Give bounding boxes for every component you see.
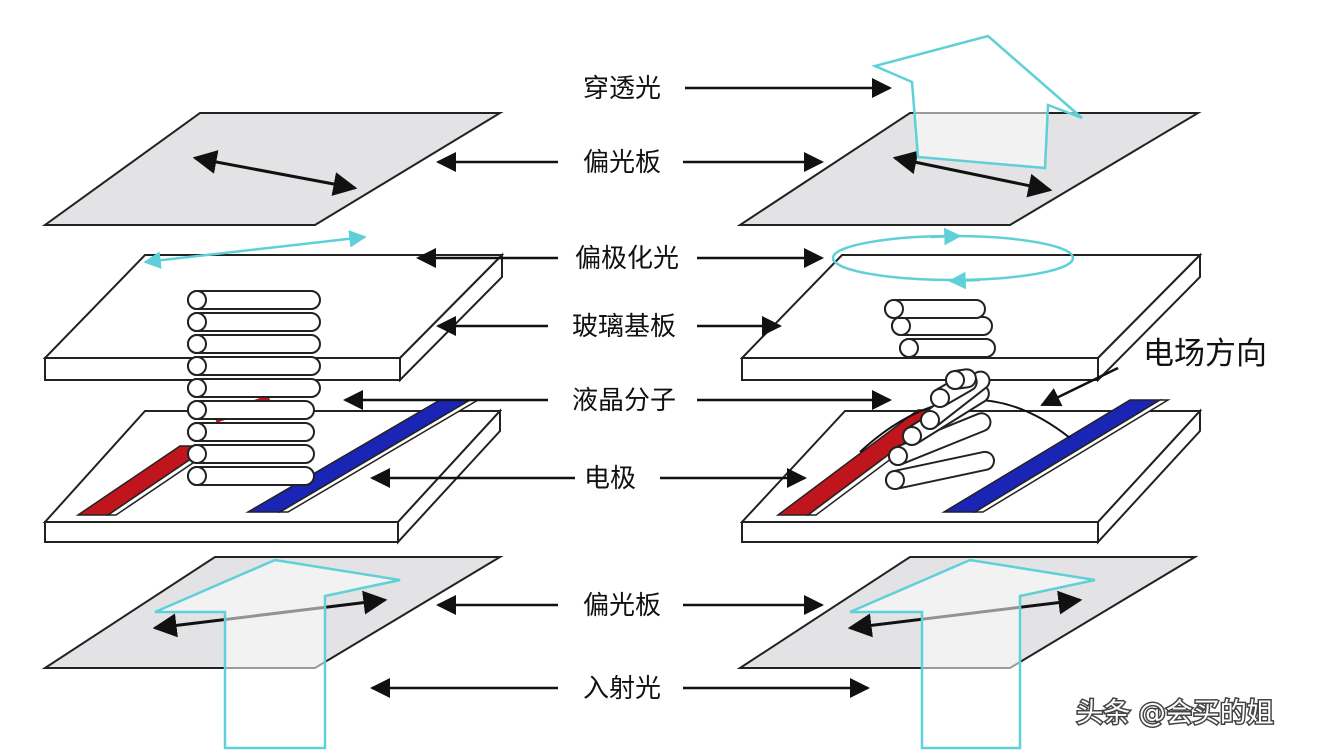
liquid-crystal-stack-left-upper <box>187 290 321 398</box>
label-transmitted-light: 穿透光 <box>583 74 661 104</box>
top-polarizer-left <box>41 112 504 226</box>
label-polarizer-bottom: 偏光板 <box>583 591 661 621</box>
liquid-crystal-stack-right <box>884 299 996 490</box>
label-electrode: 电极 <box>584 464 636 494</box>
incident-light-arrow-right <box>849 558 1096 750</box>
label-glass-substrate: 玻璃基板 <box>572 312 676 342</box>
label-pointers <box>343 78 1119 698</box>
label-liquid-crystal: 液晶分子 <box>572 386 676 416</box>
label-field-direction: 电场方向 <box>1143 336 1267 372</box>
label-polarized-light: 偏极化光 <box>575 244 679 274</box>
polarized-light-linear-left <box>143 230 367 269</box>
watermark: 头条 @会买的姐 <box>1076 698 1274 729</box>
label-polarizer-top: 偏光板 <box>583 148 661 178</box>
label-incident-light: 入射光 <box>583 674 661 704</box>
top-polarizer-right <box>736 112 1202 226</box>
transmitted-light-arrow <box>871 34 1083 170</box>
polarized-light-circular-right <box>831 227 1075 290</box>
liquid-crystal-stack-left-lower <box>187 395 315 486</box>
incident-light-arrow-left <box>154 558 401 750</box>
